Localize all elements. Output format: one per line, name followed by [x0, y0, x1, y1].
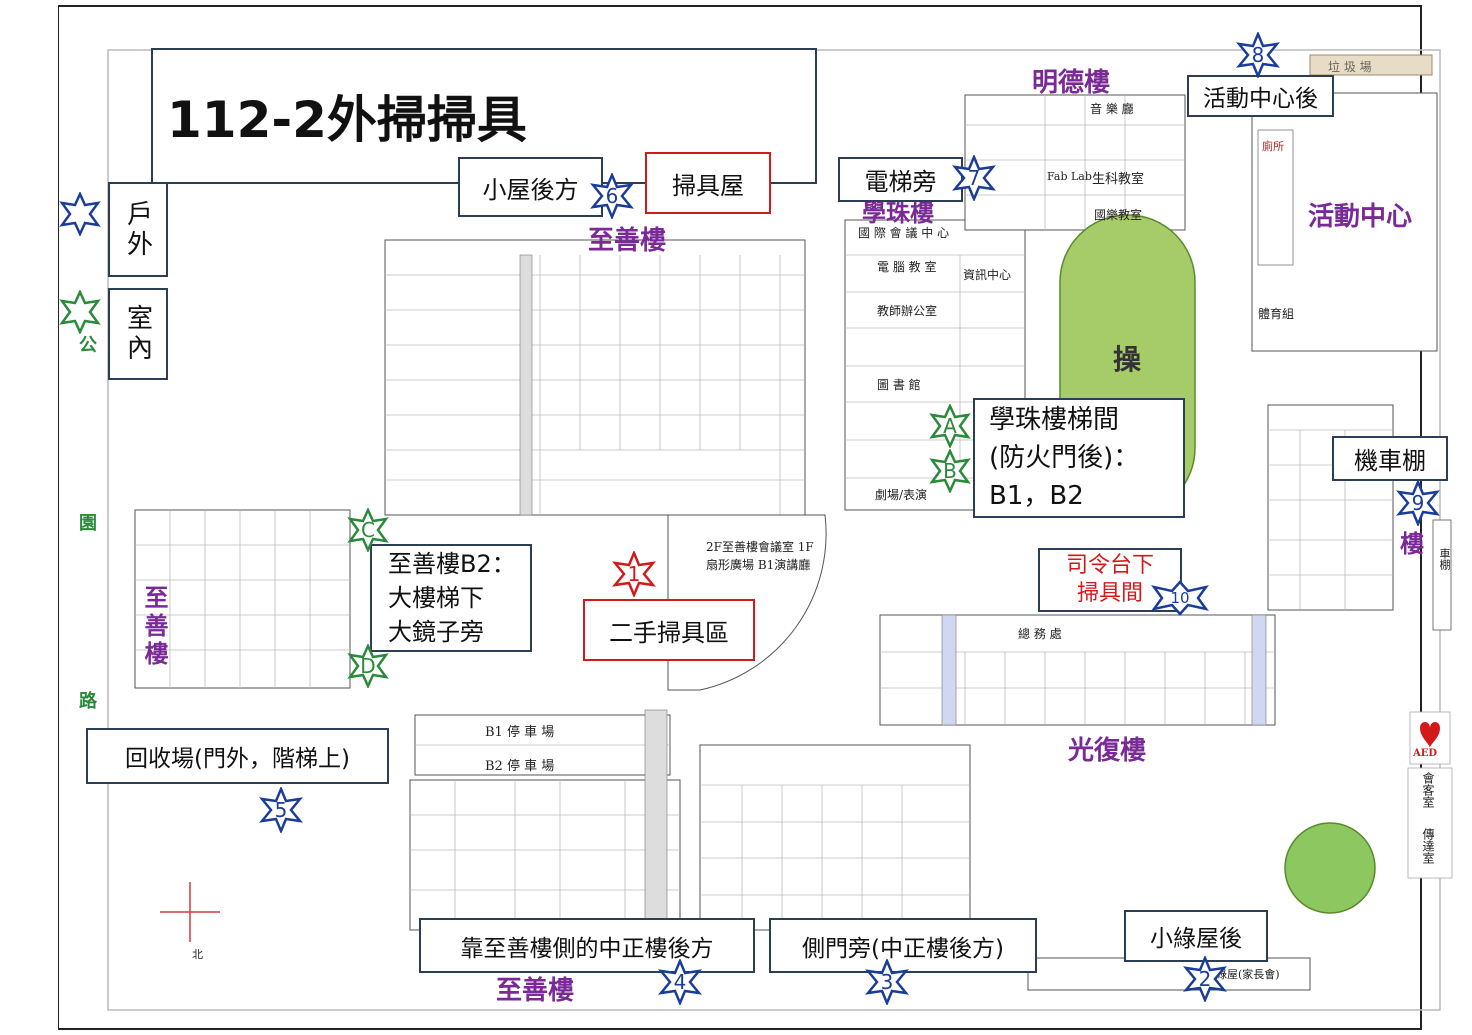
callout-zhongzheng-back: 靠至善樓側的中正樓後方	[419, 918, 755, 973]
marker-8-star-icon: 8	[1235, 30, 1281, 80]
marker-c-label: C	[361, 518, 375, 542]
aed-label: AED	[1413, 748, 1438, 759]
zhishan-b2-line1: 至善樓B2：	[388, 550, 516, 578]
marker-3-label: 3	[880, 970, 894, 994]
park-road-label: 公園路	[76, 335, 97, 869]
motor-shed-small-label: 車棚	[1438, 548, 1451, 570]
zhishan-b2-line2: 大樓梯下	[388, 584, 484, 612]
north-label: 北	[192, 948, 203, 961]
callout-xuezhu-stairs: 學珠樓梯間 (防火門後)： B1，B2	[973, 398, 1185, 518]
callout-zhishan-b2: 至善樓B2： 大樓梯下 大鏡子旁	[370, 544, 532, 652]
marker-d-star-icon: D	[346, 642, 390, 690]
marker-2-label: 2	[1198, 967, 1212, 991]
teachers-office-label: 教師辦公室	[877, 304, 938, 318]
marker-1-star-icon: 1	[611, 549, 657, 599]
garbage-area-label: 垃 圾 場	[1328, 60, 1372, 74]
playground-label: 操	[1113, 343, 1142, 376]
marker-9-star-icon: 9	[1395, 478, 1441, 528]
marker-7-star-icon: 7	[951, 153, 997, 203]
marker-5-label: 5	[274, 798, 288, 822]
zhishan-bottom-label: 至善樓	[496, 976, 575, 1006]
music-hall-label: 音 樂 廳	[1090, 102, 1134, 116]
mingde-building-label: 明德樓	[1032, 68, 1111, 98]
zhishan-left-label: 至善樓	[140, 585, 169, 669]
callout-small-green-house: 小綠屋後	[1124, 910, 1268, 962]
outdoor-legend-star-icon	[59, 192, 101, 236]
little-green-house-label: 小綠屋(家長會)	[1205, 968, 1280, 981]
podium-line1: 司令台下	[1065, 553, 1154, 578]
b2-parking-label: B2 停 車 場	[485, 759, 555, 774]
marker-9-label: 9	[1411, 491, 1425, 515]
activity-center-label: 活動中心	[1308, 202, 1413, 232]
callout-beside-elevator: 電梯旁	[838, 157, 963, 202]
indoor-legend-star-icon	[59, 290, 101, 334]
callout-activity-center-back: 活動中心後	[1187, 75, 1334, 117]
performance-label: 劇場/表演	[875, 488, 928, 502]
callout-second-hand: 二手掃具區	[583, 599, 755, 661]
xuezhu-building-label: 學珠樓	[862, 198, 934, 227]
general-affairs-label: 總 務 處	[1018, 627, 1062, 641]
biology-room-label: 生科教室	[1092, 172, 1145, 187]
marker-4-label: 4	[673, 970, 687, 994]
admin-building-label: 樓	[1400, 529, 1424, 558]
marker-a-label: A	[943, 414, 957, 438]
marker-8-label: 8	[1251, 43, 1265, 67]
intl-center-label: 國 際 會 議 中 心	[858, 226, 950, 240]
indoor-legend-label: 室內	[108, 288, 168, 380]
callout-motorcycle-shed: 機車棚	[1332, 436, 1448, 481]
library-label: 圖 書 館	[877, 378, 921, 392]
callout-back-of-hut: 小屋後方	[458, 157, 603, 217]
marker-d-label: D	[360, 654, 376, 678]
pe-group-label: 體育組	[1258, 307, 1295, 321]
outdoor-legend-label: 戶外	[108, 182, 168, 277]
callout-recycling: 回收場(門外，階梯上)	[86, 728, 389, 784]
zhishan-top-label: 至善樓	[588, 226, 667, 256]
national-music-label: 國樂教室	[1094, 208, 1143, 222]
marker-b-star-icon: B	[928, 447, 972, 495]
zhishan-b2-line3: 大鏡子旁	[388, 618, 484, 646]
marker-a-star-icon: A	[928, 402, 972, 450]
marker-b-label: B	[943, 459, 957, 483]
guangfu-building-label: 光復樓	[1068, 736, 1147, 766]
marker-1-label: 1	[627, 562, 641, 586]
marker-c-star-icon: C	[346, 506, 390, 554]
reception-label: 傳達室	[1421, 828, 1435, 864]
toilet-label: 廁所	[1262, 140, 1284, 153]
marker-7-label: 7	[967, 166, 981, 190]
marker-6-label: 6	[605, 184, 619, 208]
xuezhu-stairs-line3: B1，B2	[989, 481, 1084, 511]
marker-2-star-icon: 2	[1182, 954, 1228, 1004]
computer-room-label: 電 腦 教 室	[877, 260, 937, 274]
marker-10-star-icon: 10	[1140, 580, 1220, 616]
marker-4-star-icon: 4	[657, 957, 703, 1007]
marker-6-star-icon: 6	[589, 171, 635, 221]
podium-line2: 掃具間	[1076, 581, 1143, 606]
marker-3-star-icon: 3	[864, 957, 910, 1007]
marker-10-label: 10	[1170, 589, 1190, 607]
xuezhu-stairs-line1: 學珠樓梯間	[989, 405, 1120, 435]
marker-5-star-icon: 5	[258, 785, 304, 835]
callout-tool-house: 掃具屋	[645, 152, 771, 214]
callout-podium: 司令台下 掃具間	[1038, 548, 1182, 612]
fab-lab-label: Fab Lab	[1047, 170, 1092, 183]
meeting-room-label: 會客室	[1421, 772, 1435, 808]
fan-plaza-label: 2F至善樓會議室 1F扇形廣場 B1演講廳	[706, 540, 814, 572]
b1-parking-label: B1 停 車 場	[485, 725, 555, 740]
it-center-label: 資訊中心	[963, 268, 1012, 282]
xuezhu-stairs-line2: (防火門後)：	[989, 443, 1140, 473]
